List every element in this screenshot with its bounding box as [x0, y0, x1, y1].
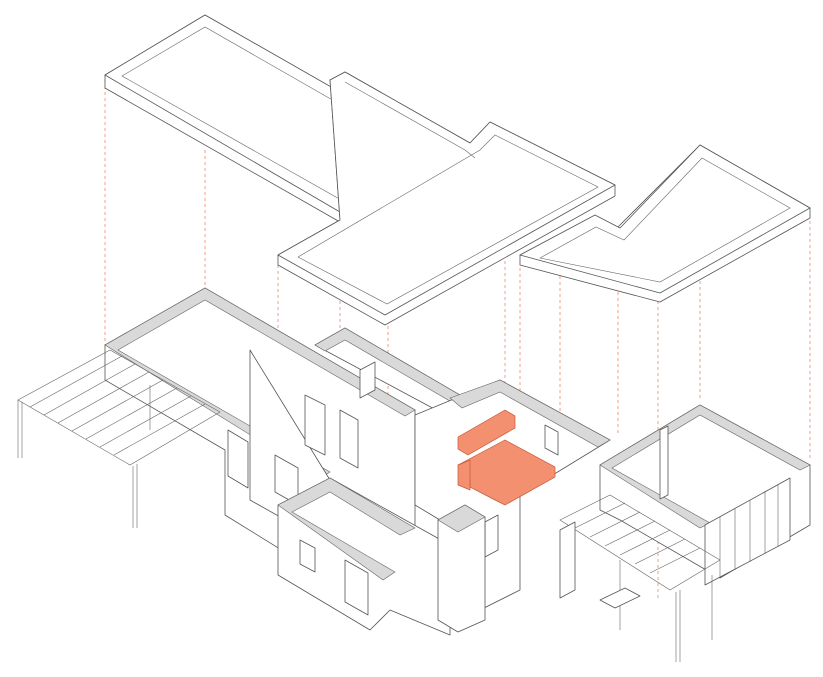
- ground-floor-walls: [104, 287, 811, 636]
- pergola-east: [559, 494, 721, 662]
- east-screen-panels: [704, 477, 791, 586]
- roof-slab-center: [277, 71, 616, 326]
- pergola-west: [17, 349, 221, 528]
- roof-slab-east: [519, 144, 811, 303]
- kitchen-units: [457, 409, 556, 506]
- projection-guides: [104, 80, 811, 600]
